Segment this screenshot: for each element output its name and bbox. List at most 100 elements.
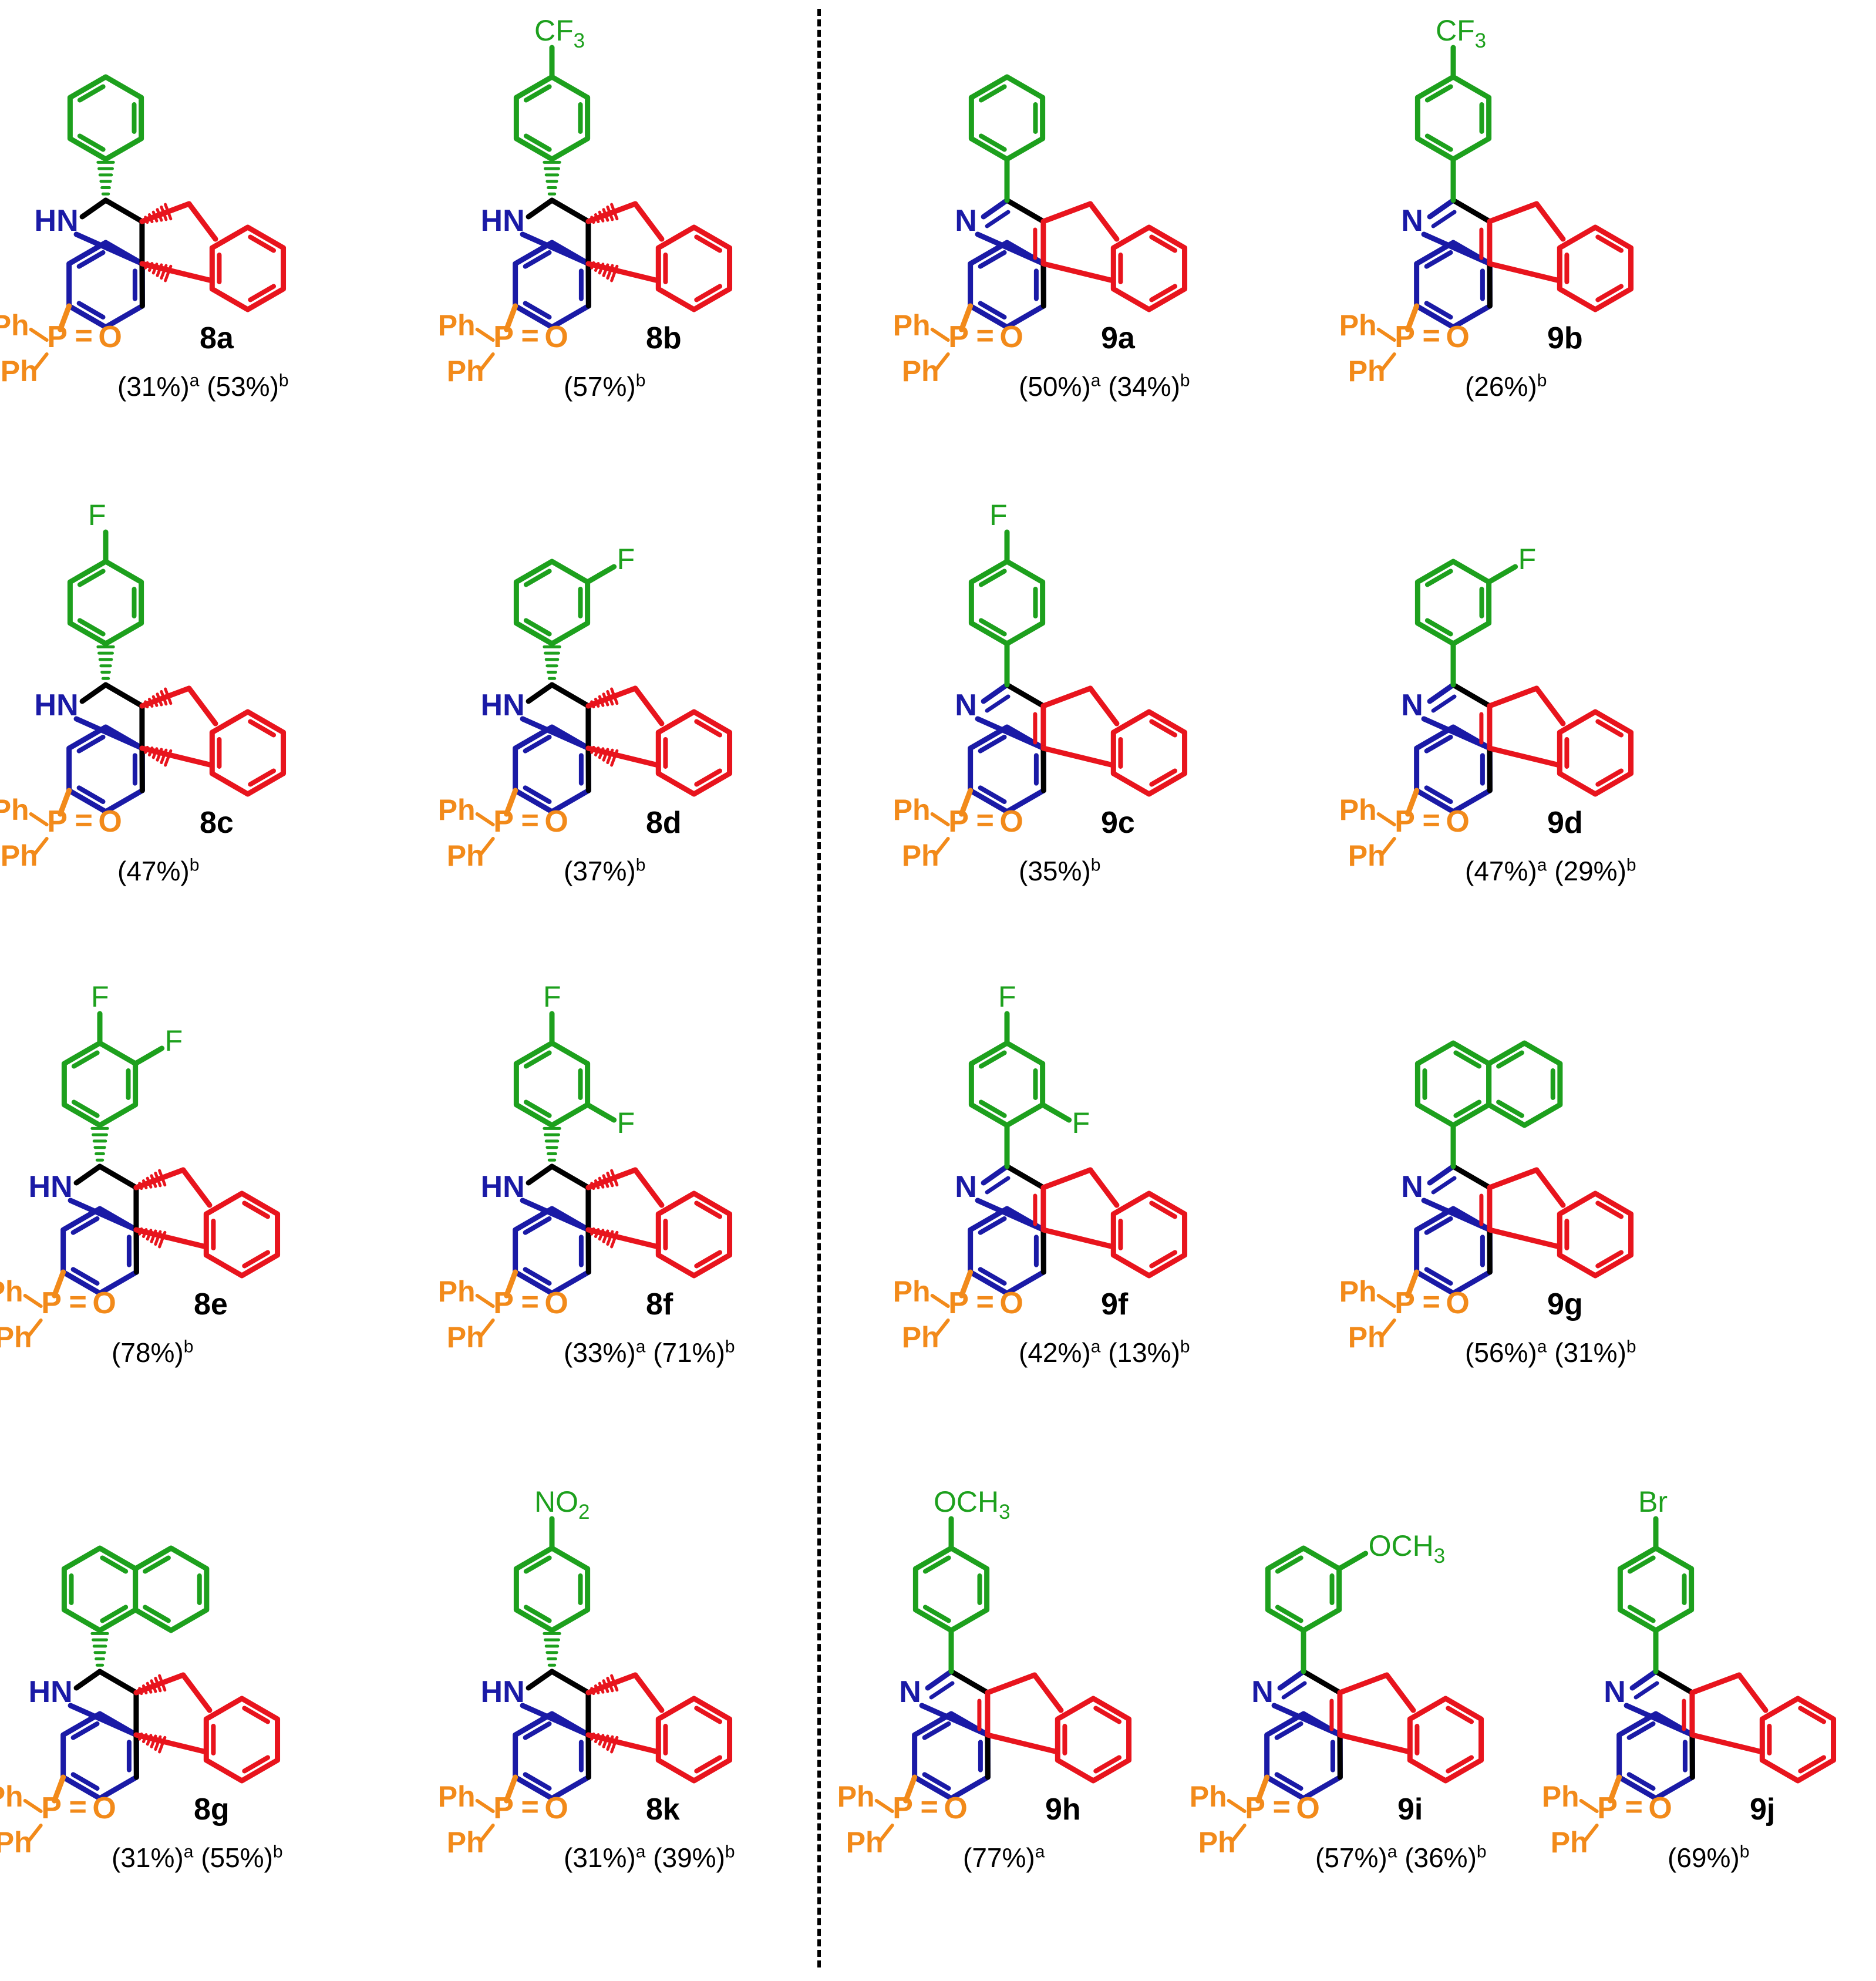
phosphorus-atom: P	[1245, 1791, 1265, 1825]
p-o-double-bond: =	[521, 319, 538, 353]
quinoline-benzo-ring-outline	[1264, 1711, 1343, 1801]
p-phenyl-bond-1	[1376, 328, 1396, 342]
indene-benzo-ring	[655, 1190, 733, 1279]
quinoline-benzo-ring	[66, 240, 145, 330]
aryl-ring-double-bond	[523, 1555, 552, 1574]
stereo-hash-b-hash	[151, 695, 159, 707]
aryl-ring	[1617, 1545, 1695, 1633]
indene-aryl-bond	[139, 261, 213, 283]
c-n-double-bond-inner	[1281, 1681, 1307, 1700]
aryl-ring-outline	[968, 1040, 1046, 1128]
yield-condition-b: (37%)	[564, 856, 636, 886]
n-aryl-bond	[520, 716, 591, 751]
quinoline-benzo-ring-double-bond	[1424, 1216, 1453, 1235]
para-substituent-label-main: Br	[1638, 1485, 1668, 1518]
para-substituent-label: Br	[1638, 1485, 1668, 1518]
stereo-hash-c-hash	[606, 1735, 614, 1751]
oxygen-atom: O	[544, 805, 568, 839]
yield-footnote-b: b	[1626, 1337, 1636, 1357]
yield-condition-b: (35%)	[1019, 856, 1091, 886]
quinoline-benzo-ring-double-bond	[978, 734, 1007, 754]
oxygen-atom: O	[999, 805, 1023, 839]
p-phenyl-bond-1	[930, 812, 950, 826]
indene-benzo-ring-outline	[655, 1696, 733, 1784]
n-aryl-bond	[919, 1703, 991, 1738]
aryl-attachment-hash	[543, 645, 561, 680]
naphthyl-ring-a-double-bond	[1453, 1050, 1482, 1069]
aryl-ring-outline	[912, 1545, 990, 1633]
p-phenyl-bond-1	[23, 1294, 43, 1308]
compound-label: 8g	[194, 1792, 230, 1827]
aryl-attachment-hash	[543, 1632, 561, 1667]
indene-benzo-ring-double-bond	[1149, 1250, 1178, 1269]
naphthyl-ring-a	[1414, 1040, 1492, 1128]
stereo-hash-c-hash	[147, 262, 154, 273]
stereo-hash-b-hash	[594, 1684, 600, 1694]
compound-label: 8c	[200, 806, 234, 840]
phosphorus-atom: P	[41, 1286, 62, 1320]
yield-condition-b: (34%)	[1108, 371, 1180, 402]
aryl-attachment-hash	[90, 1126, 109, 1162]
compound-label: 9h	[1045, 1792, 1081, 1827]
phenyl-2: Ph	[447, 355, 484, 388]
quinoline-benzo-ring-double-bond	[1274, 1772, 1304, 1791]
p-o-double-bond: =	[1625, 1790, 1642, 1824]
stereo-hash-b-hash	[158, 1674, 167, 1692]
indene-benzo-ring-double-bond	[1149, 768, 1178, 787]
indene-benzo-ring-double-bond	[1093, 1706, 1122, 1724]
oxygen-atom: O	[1446, 320, 1469, 354]
p-phenyl-bond-2	[1582, 1824, 1599, 1844]
ortho-substituent-label-main: F	[1072, 1106, 1090, 1139]
naphthyl-ring-b-outline	[1486, 1040, 1563, 1128]
para-substituent-label-main: F	[543, 980, 561, 1013]
stereo-hash-c-hash	[602, 263, 609, 277]
aryl-attachment-hash	[543, 1126, 561, 1162]
compound-label: 9a	[1101, 321, 1135, 355]
stereo-hash-c	[590, 1227, 619, 1249]
series-divider	[817, 9, 821, 1967]
phenyl-2: Ph	[1348, 355, 1386, 388]
quinoline-benzo-ring-double-bond	[978, 250, 1007, 269]
stereo-hash-b	[138, 1674, 167, 1696]
stereo-hash-b-hash	[160, 205, 168, 221]
indene-benzo-ring-outline	[1110, 1190, 1188, 1279]
para-substituent-label-subscript: 2	[578, 1501, 590, 1523]
n-aryl-bond	[975, 716, 1046, 751]
p-o-double-bond: =	[1422, 1285, 1440, 1319]
phosphorus-atom: P	[493, 320, 514, 354]
c-n-bond	[526, 1163, 555, 1186]
c-n-double-bond-inner	[1633, 1681, 1659, 1700]
stereo-hash-c-hash	[610, 1230, 619, 1249]
phosphorus-atom: P	[47, 805, 68, 839]
yield-condition-a: (77%)	[963, 1842, 1035, 1873]
n-aryl-bond	[520, 1198, 591, 1233]
aryl-ring-double-bond	[71, 1050, 100, 1069]
quinoline-benzo-ring	[60, 1206, 139, 1296]
stereo-hash-c-hash	[156, 263, 163, 277]
yield-footnote-b: b	[725, 1337, 735, 1357]
indene-benzo-ring-outline	[209, 224, 287, 312]
aryl-ring-double-bond	[1424, 569, 1453, 587]
p-o-double-bond: =	[976, 803, 993, 838]
compound-label: 8b	[646, 321, 682, 355]
quinoline-benzo-ring-outline	[968, 724, 1046, 815]
p-phenyl-bond-2	[478, 1319, 495, 1338]
stereo-hash-b-hash	[144, 216, 149, 224]
c-n-double-bond	[1629, 1669, 1659, 1691]
naphthyl-ring-b-double-bond	[1496, 1099, 1524, 1118]
phenyl-2: Ph	[447, 839, 484, 872]
compound-label: 8k	[646, 1792, 680, 1827]
p-phenyl-bond-2	[1230, 1824, 1247, 1844]
aryl-ring-double-bond	[978, 84, 1007, 103]
indene-ch2-aryl-bond	[180, 1672, 213, 1713]
p-phenyl-bond-2	[877, 1824, 894, 1844]
quinoline-benzo-ring	[513, 240, 591, 330]
stereo-hash-b-hash	[606, 690, 614, 706]
